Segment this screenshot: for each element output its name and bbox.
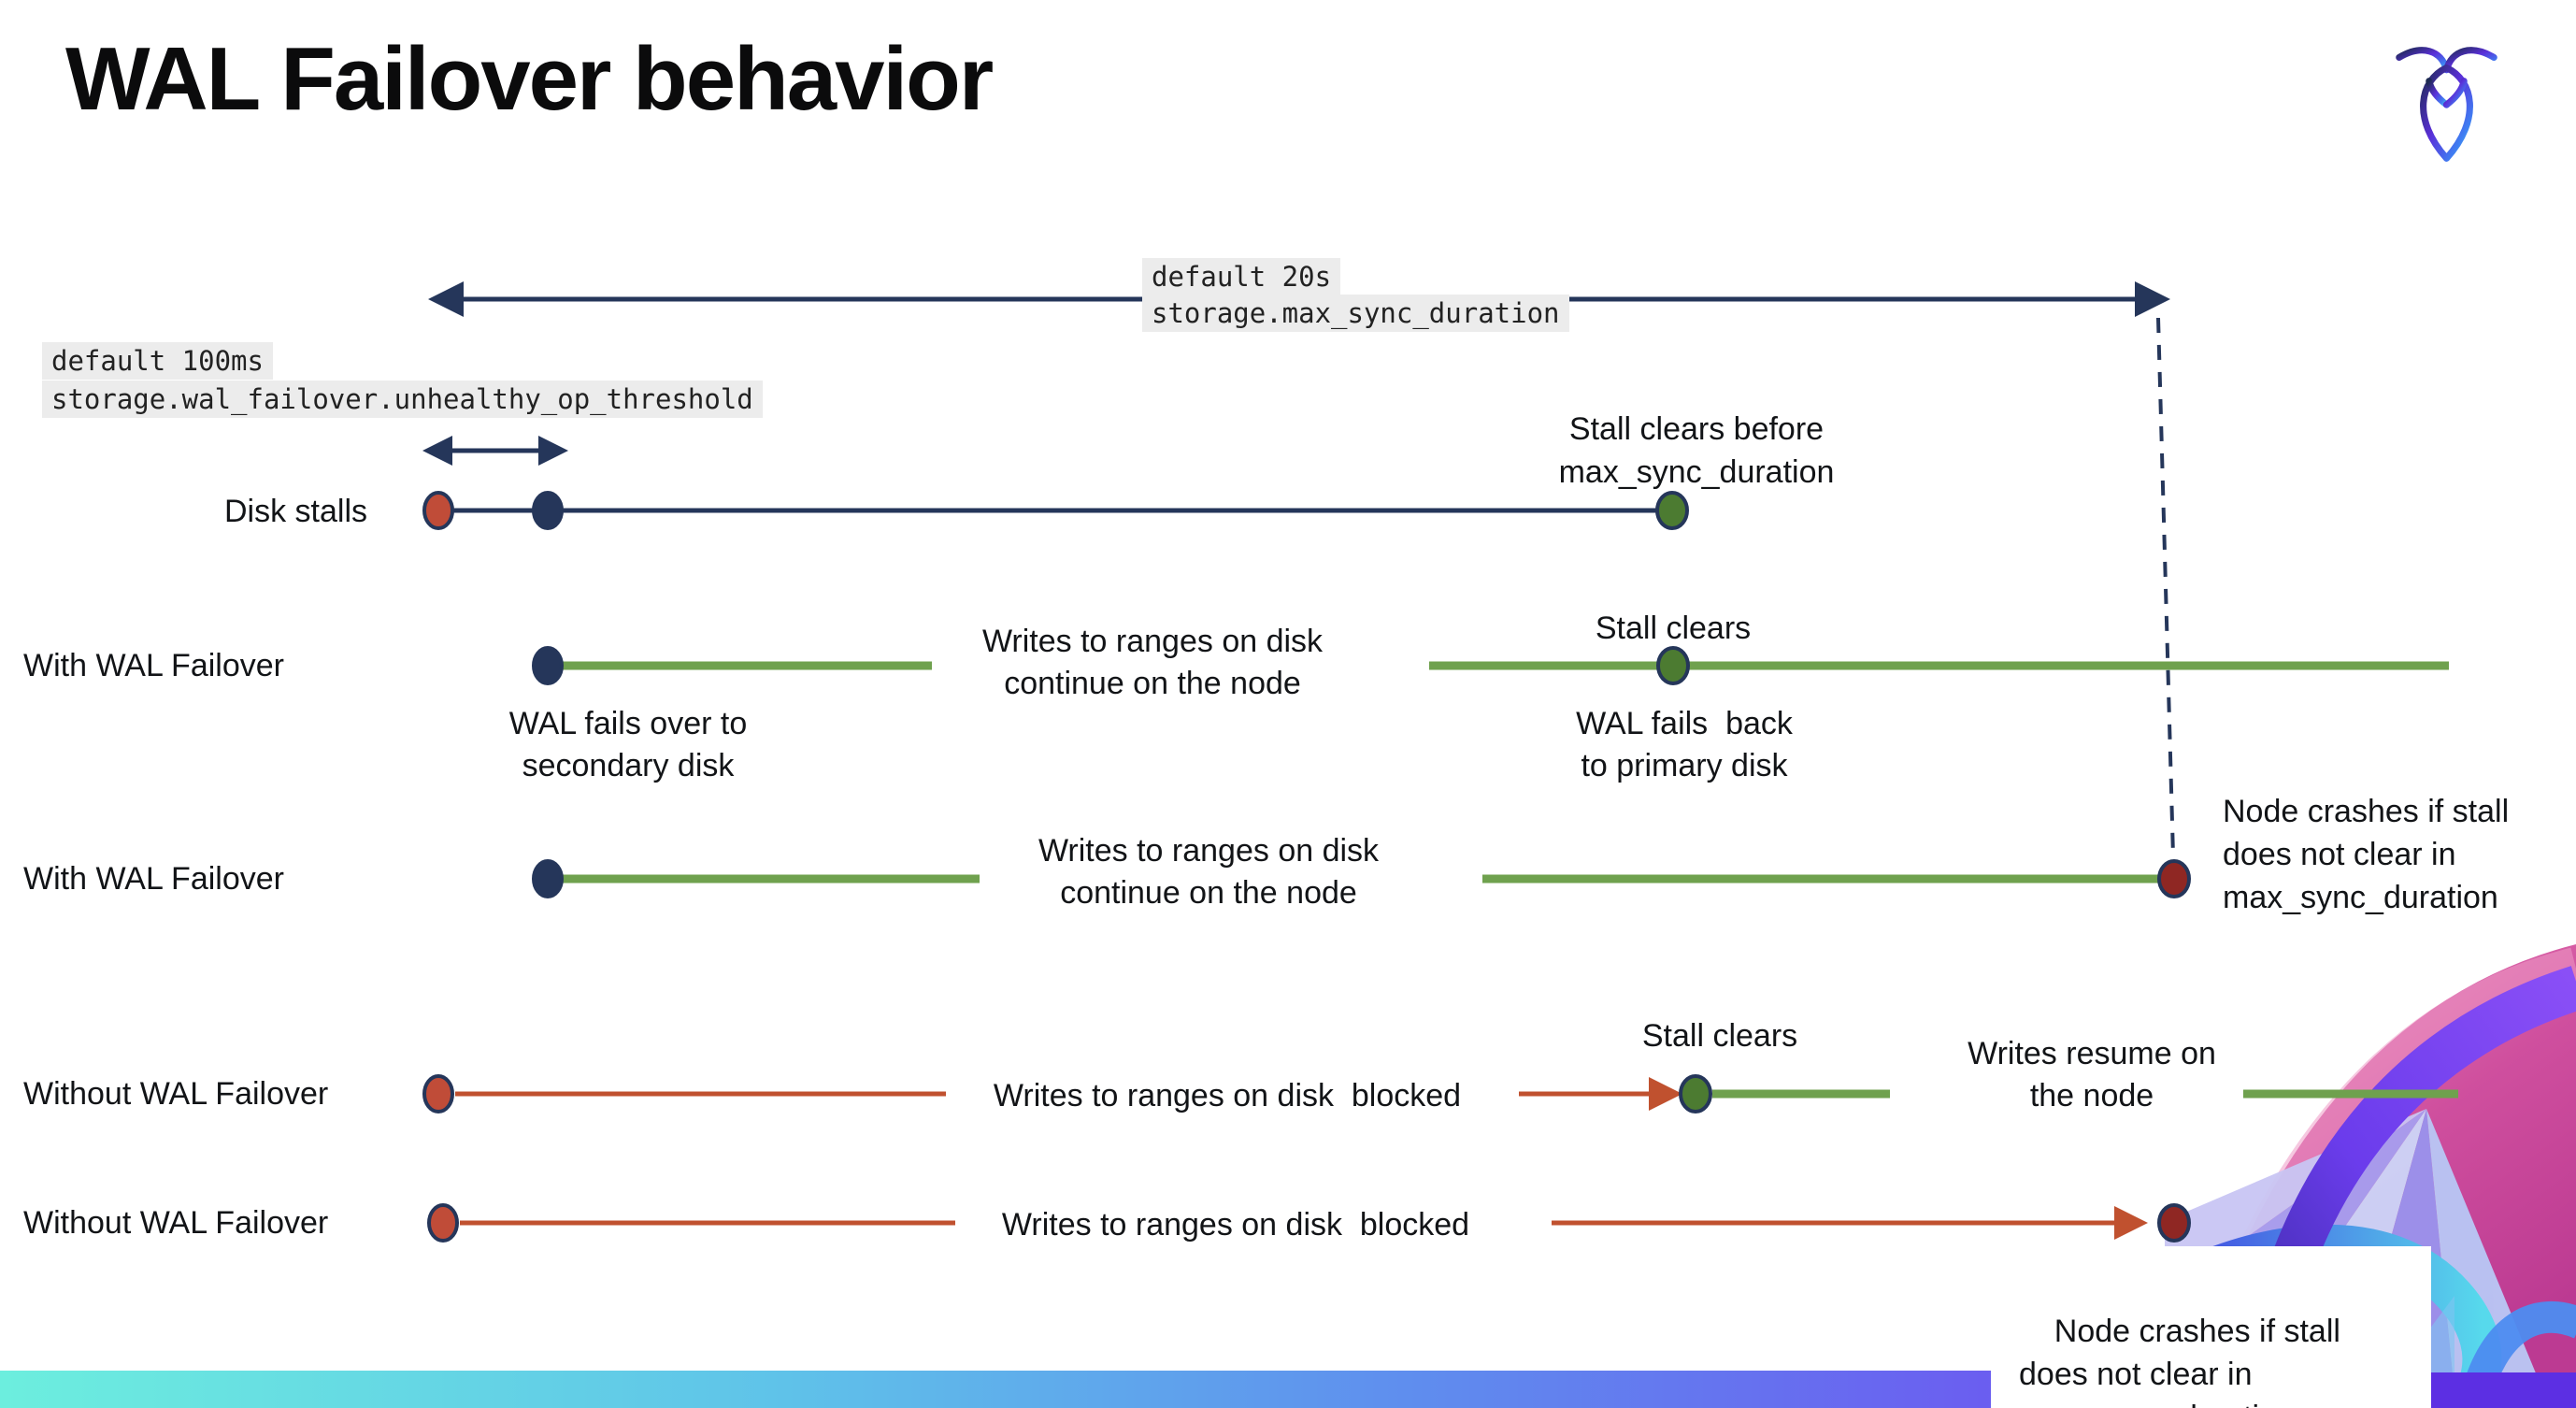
page-title: WAL Failover behavior xyxy=(65,29,994,129)
timeline-with-wal-1 xyxy=(532,646,2449,685)
stall-start-dot xyxy=(427,1203,459,1243)
failover-dot xyxy=(532,646,564,685)
crash-note-bottom-text: Node crashes if stall does not clear in … xyxy=(2019,1314,2340,1408)
cockroachdb-logo-icon xyxy=(2396,47,2497,162)
note-stall-clears-3: Stall clears xyxy=(1641,1018,1798,1054)
stall-start-dot xyxy=(422,491,454,530)
row-label-with-wal-2: With WAL Failover xyxy=(23,861,284,897)
unhealthy-op-setting-name: storage.wal_failover.unhealthy_op_thresh… xyxy=(42,381,763,418)
note-node-crashes-right: Node crashes if stall does not clear in … xyxy=(2223,794,2510,915)
timeline-with-wal-2 xyxy=(532,859,2191,898)
timeline-without-wal-2 xyxy=(427,1203,2191,1243)
note-writes-continue-1: Writes to ranges on disk continue on the… xyxy=(981,624,1324,701)
crash-note-box: Node crashes if stall does not clear in … xyxy=(1991,1246,2431,1408)
row-label-with-wal-1: With WAL Failover xyxy=(23,648,284,683)
max-sync-dashed-line xyxy=(2156,317,2175,857)
row-label-without-wal-2: Without WAL Failover xyxy=(23,1205,329,1241)
red-arrowhead xyxy=(1649,1077,1682,1111)
row-label-without-wal-1: Without WAL Failover xyxy=(23,1076,329,1112)
timeline-disk-stalls xyxy=(422,491,1689,530)
stall-clears-dot xyxy=(1656,646,1690,685)
note-wal-fails-back: WAL fails back to primary disk xyxy=(1576,706,1793,783)
note-stall-clears-2: Stall clears xyxy=(1595,611,1752,646)
threshold-dot xyxy=(532,491,564,530)
note-stall-clears-before: Stall clears before max_sync_duration xyxy=(1558,411,1835,490)
note-wal-fails-over: WAL fails over to secondary disk xyxy=(508,706,748,783)
max-sync-default-label: default 20s xyxy=(1142,258,1341,295)
max-sync-duration-arrow xyxy=(428,281,2170,317)
red-arrowhead xyxy=(2114,1206,2148,1240)
node-crash-dot xyxy=(2157,859,2191,898)
stall-start-dot xyxy=(422,1074,454,1113)
row-label-disk-stalls: Disk stalls xyxy=(224,494,368,529)
failover-dot xyxy=(532,859,564,898)
stall-clears-dot xyxy=(1679,1074,1712,1113)
note-writes-blocked-1: Writes to ranges on disk blocked xyxy=(993,1078,1462,1113)
note-writes-continue-2: Writes to ranges on disk continue on the… xyxy=(1038,833,1380,911)
max-sync-setting-name: storage.max_sync_duration xyxy=(1142,295,1569,332)
unhealthy-op-threshold-arrow xyxy=(422,436,568,466)
note-writes-blocked-2: Writes to ranges on disk blocked xyxy=(1001,1207,1470,1243)
stall-clears-dot xyxy=(1655,491,1689,530)
unhealthy-op-default-label: default 100ms xyxy=(42,342,273,380)
